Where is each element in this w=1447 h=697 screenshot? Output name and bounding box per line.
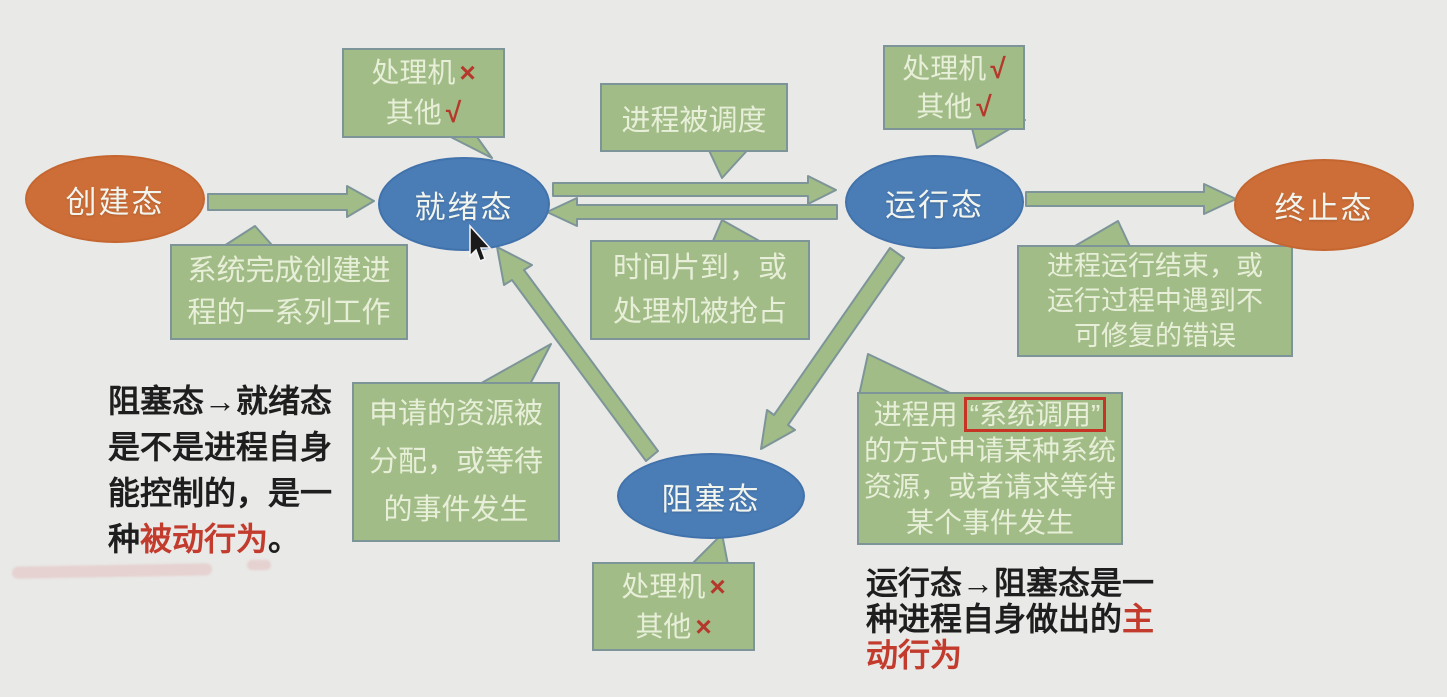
callout-text: 其他 xyxy=(916,90,973,122)
state-ellipse-running: 运行态 xyxy=(845,155,1024,249)
callout-text: 进程被调度 xyxy=(621,104,767,137)
callout-text: 分配，或等待 xyxy=(368,446,543,478)
callout-text: 的事件发生 xyxy=(383,494,529,526)
arrow-running-to-terminate xyxy=(1025,183,1237,215)
note-text: 运行态→阻塞态是一 xyxy=(866,565,1155,601)
note-active-behavior: 运行态→阻塞态是一 种进程自身做出的主 动行为 xyxy=(866,565,1154,673)
state-label: 就绪态 xyxy=(414,189,514,225)
state-ellipse-create: 创建态 xyxy=(25,155,205,243)
note-text: 种 xyxy=(108,521,141,557)
callout-text: 的方式申请某种系统 xyxy=(863,434,1116,466)
callout-text: 进程运行结束，或 xyxy=(1047,250,1263,281)
arrow-create-to-ready xyxy=(207,185,375,218)
callout-text: 运行过程中遇到不 xyxy=(1047,285,1263,316)
callout-running-tag: 处理机√ 其他√ xyxy=(883,45,1025,130)
syscall-highlight-box: “系统调用” xyxy=(963,396,1107,432)
callout-timeslice: 时间片到，或 处理机被抢占 xyxy=(590,240,810,340)
state-ellipse-ready: 就绪态 xyxy=(378,157,550,251)
note-text-red: 主 xyxy=(1122,601,1155,637)
cross-mark: × xyxy=(695,610,712,642)
callout-text: 处理机被抢占 xyxy=(612,296,787,328)
check-mark: √ xyxy=(445,97,462,128)
state-label: 终止态 xyxy=(1274,190,1374,226)
note-text: 。 xyxy=(268,521,301,557)
note-text: 是不是进程自身 xyxy=(108,429,333,465)
note-text: 阻塞态→就绪态 xyxy=(108,383,333,419)
state-ellipse-blocked: 阻塞态 xyxy=(617,453,805,539)
callout-schedule: 进程被调度 xyxy=(600,83,788,152)
check-mark: √ xyxy=(990,52,1006,84)
note-text: 种进程自身做出的 xyxy=(866,601,1123,637)
arrow-ready-to-running xyxy=(552,175,837,205)
callout-text: 处理机 xyxy=(371,57,456,88)
callout-text: 其他 xyxy=(385,97,442,128)
state-label: 阻塞态 xyxy=(661,481,761,517)
note-text-red: 被动行为 xyxy=(140,521,269,557)
callout-text: 系统完成创建进 xyxy=(187,255,391,287)
callout-resource: 申请的资源被 分配，或等待 的事件发生 xyxy=(352,382,560,542)
callout-text: 程的一系列工作 xyxy=(187,297,391,329)
callout-terminate-reason: 进程运行结束，或 运行过程中遇到不 可修复的错误 xyxy=(1017,245,1293,357)
check-mark: √ xyxy=(976,90,992,122)
callout-text: 处理机 xyxy=(902,52,987,84)
faint-annotation-dot xyxy=(247,560,271,570)
state-label: 运行态 xyxy=(885,187,984,223)
arrow-blocked-to-ready xyxy=(496,246,659,462)
arrow-running-to-blocked xyxy=(760,247,905,450)
state-label: 创建态 xyxy=(65,184,165,220)
callout-create-work: 系统完成创建进 程的一系列工作 xyxy=(170,244,408,340)
note-text-red: 动行为 xyxy=(866,637,963,673)
callout-text: 资源，或者请求等待 xyxy=(863,470,1116,502)
note-passive-behavior: 阻塞态→就绪态 是不是进程自身 能控制的，是一 种被动行为。 xyxy=(108,378,332,562)
note-text: 能控制的，是一 xyxy=(108,475,333,511)
state-ellipse-terminate: 终止态 xyxy=(1234,159,1414,251)
callout-text: 申请的资源被 xyxy=(368,398,543,430)
callout-text: 可修复的错误 xyxy=(1074,320,1236,351)
callout-text: 处理机 xyxy=(621,570,706,602)
cross-mark: × xyxy=(459,57,476,88)
cross-mark: × xyxy=(709,570,726,602)
callout-syscall: 进程用“系统调用” 的方式申请某种系统 资源，或者请求等待 某个事件发生 xyxy=(857,392,1123,545)
callout-blocked-tag: 处理机× 其他× xyxy=(592,562,755,651)
callout-ready-tag: 处理机× 其他√ xyxy=(342,48,505,138)
callout-text: 某个事件发生 xyxy=(905,506,1074,538)
mouse-cursor-icon xyxy=(469,224,492,262)
callout-text: 其他 xyxy=(635,610,692,642)
arrow-running-to-ready xyxy=(546,197,838,227)
callout-text: 时间片到，或 xyxy=(612,252,787,284)
callout-text: 进程用 xyxy=(873,398,958,430)
